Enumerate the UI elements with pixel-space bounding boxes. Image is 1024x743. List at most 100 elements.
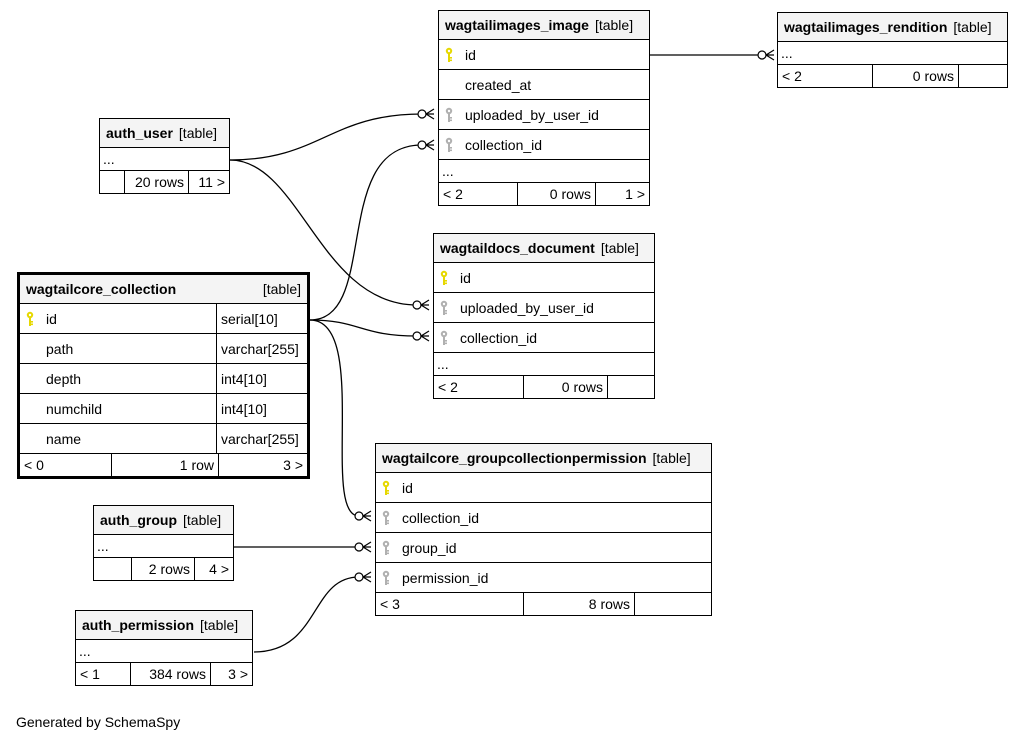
foreign-key-icon [376,510,396,526]
column-name: collection_id [402,509,480,526]
children-count[interactable]: 11 > [188,171,229,193]
foreign-key-icon [376,570,396,586]
row-count: 0 rows [872,65,958,87]
column-name: id [460,269,471,286]
table-footer: < 2 0 rows [434,376,654,398]
table-name: wagtailimages_rendition [784,19,948,35]
column-name: depth [46,370,82,387]
column-type: int4[10] [216,394,307,423]
foreign-key-icon [439,107,459,123]
primary-key-icon [376,480,396,496]
column-row[interactable]: uploaded_by_user_id [434,293,654,323]
table-tag: [table] [262,281,301,297]
column-type: varchar[255] [216,334,307,363]
column-type: int4[10] [216,364,307,393]
column-row[interactable]: id [439,40,649,70]
column-name: uploaded_by_user_id [465,106,599,123]
table-footer: < 1 384 rows 3 > [76,663,252,685]
children-count[interactable]: 1 > [595,183,649,205]
edge-permission-gcp [253,576,360,653]
edge-collection-document [309,319,418,337]
parents-count[interactable]: < 2 [443,186,463,202]
column-name: collection_id [465,136,543,153]
table-name: auth_permission [82,617,195,633]
table-wagtailimages-rendition[interactable]: wagtailimages_rendition[table] ... < 2 0… [777,12,1008,88]
column-row[interactable]: created_at [439,70,649,100]
column-row[interactable]: id [434,263,654,293]
table-tag: [table] [183,512,222,528]
column-row[interactable]: group_id [376,533,711,563]
column-row[interactable]: id [376,473,711,503]
column-name: collection_id [460,329,538,346]
column-name: path [46,340,74,357]
children-count[interactable]: 4 > [194,558,233,580]
column-row[interactable]: collection_id [434,323,654,353]
column-row[interactable]: collection_id [376,503,711,533]
row-count: 20 rows [124,171,188,193]
foreign-key-icon [376,540,396,556]
table-name: wagtaildocs_document [440,240,595,256]
row-count: 2 rows [131,558,194,580]
column-row[interactable]: depth int4[10] [20,364,307,394]
column-type: varchar[255] [216,424,307,453]
table-tag: [table] [200,617,239,633]
column-type: serial[10] [216,304,307,333]
row-count: 0 rows [517,183,595,205]
edge-user-document [229,159,418,306]
table-name: wagtailimages_image [445,17,589,33]
table-footer: < 3 8 rows [376,593,711,615]
column-row[interactable]: permission_id [376,563,711,593]
foreign-key-icon [434,330,454,346]
parents-count[interactable]: < 0 [24,457,44,473]
parents-count[interactable]: < 2 [782,68,802,84]
column-name: id [402,479,413,496]
row-count: 1 row [111,454,218,476]
table-wagtaildocs-document[interactable]: wagtaildocs_document[table] id uploaded_… [433,233,655,399]
table-auth-user[interactable]: auth_user[table] ... 20 rows 11 > [99,118,230,194]
children-count[interactable] [958,65,1007,87]
column-name: permission_id [402,569,489,586]
primary-key-icon [20,311,40,327]
table-auth-group[interactable]: auth_group[table] ... 2 rows 4 > [93,505,234,581]
column-row[interactable]: collection_id [439,130,649,160]
table-footer: < 0 1 row 3 > [20,454,307,476]
edge-collection-gcp [309,319,360,517]
table-auth-permission[interactable]: auth_permission[table] ... < 1 384 rows … [75,610,253,686]
parents-count[interactable]: < 3 [380,596,400,612]
column-row[interactable]: path varchar[255] [20,334,307,364]
column-row[interactable]: uploaded_by_user_id [439,100,649,130]
more-columns: ... [778,42,1007,65]
more-columns: ... [100,148,229,171]
children-count[interactable]: 3 > [210,663,252,685]
edge-user-image [229,113,423,161]
table-name: wagtailcore_groupcollectionpermission [382,450,647,466]
table-footer: 2 rows 4 > [94,558,233,580]
parents-count[interactable]: < 2 [438,379,458,395]
table-name: auth_user [106,125,173,141]
primary-key-icon [439,47,459,63]
table-wagtailcore-groupcollectionpermission[interactable]: wagtailcore_groupcollectionpermission[ta… [375,443,712,616]
parents-count[interactable]: < 1 [80,666,100,682]
table-wagtailimages-image[interactable]: wagtailimages_image[table] id created_at… [438,10,650,206]
foreign-key-icon [434,300,454,316]
table-footer: < 2 0 rows [778,65,1007,87]
parents-count[interactable] [94,558,131,580]
table-name: auth_group [100,512,177,528]
row-count: 0 rows [523,376,607,398]
more-columns: ... [434,353,654,376]
generated-by-note: Generated by SchemaSpy [16,714,181,730]
primary-key-icon [434,270,454,286]
column-name: created_at [465,76,532,93]
parents-count[interactable] [100,171,124,193]
column-row[interactable]: name varchar[255] [20,424,307,454]
children-count[interactable] [634,593,711,615]
column-name: uploaded_by_user_id [460,299,594,316]
children-count[interactable]: 3 > [218,454,307,476]
column-name: name [46,430,82,447]
children-count[interactable] [607,376,654,398]
table-footer: < 2 0 rows 1 > [439,183,649,205]
